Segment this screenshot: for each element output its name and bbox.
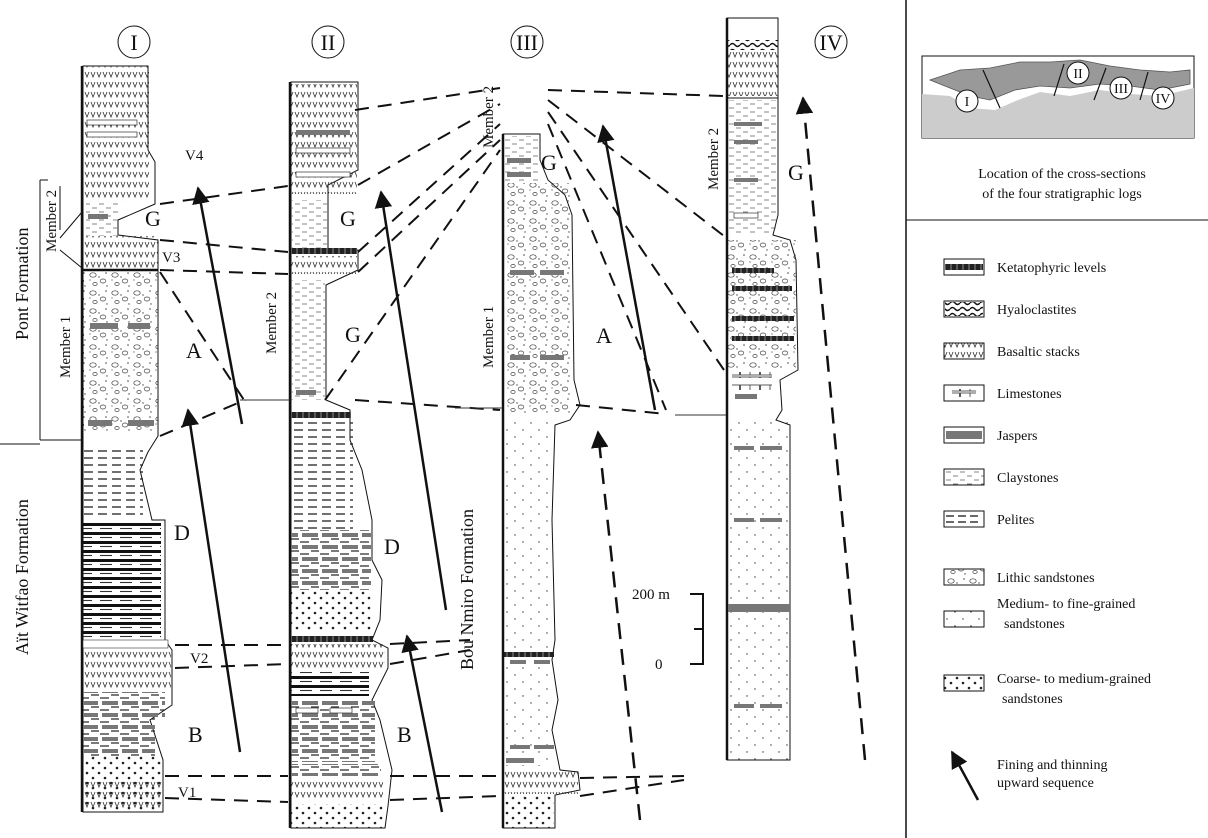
svg-text:sandstones: sandstones: [1004, 617, 1065, 632]
svg-text:sandstones: sandstones: [1002, 692, 1063, 707]
svg-text:Claystones: Claystones: [997, 471, 1058, 486]
scale-top-label: 200 m: [632, 587, 670, 603]
map-label-II: II: [1073, 67, 1083, 82]
map-caption-line1: Location of the cross-sections: [978, 167, 1146, 182]
pont-formation-label: Pont Formation: [12, 227, 32, 340]
scale-bar: 200 m 0: [632, 587, 704, 673]
member2-label-II: Member 2: [264, 292, 280, 354]
log-column-I: [80, 65, 173, 813]
unit-D-II: D: [384, 534, 400, 559]
column-headers: I II III IV: [117, 25, 848, 59]
map-caption-line2: of the four stratigraphic logs: [982, 187, 1141, 202]
unit-V1: V1: [178, 785, 196, 801]
unit-V3: V3: [162, 250, 180, 266]
unit-B-II: B: [397, 722, 412, 747]
member1-label-III: Member 1: [481, 306, 497, 368]
unit-D-I: D: [174, 520, 190, 545]
map-label-IV: IV: [1156, 92, 1171, 107]
legend-item-jaspers: Jaspers: [943, 426, 1037, 444]
member1-label-I: Member 1: [58, 316, 74, 378]
column-label-IV: IV: [819, 30, 842, 55]
unit-G-IV: G: [788, 160, 804, 185]
unit-B-I: B: [188, 722, 203, 747]
legend-item-claystones: Claystones: [943, 468, 1058, 486]
member2-label-I: Member 2: [44, 190, 60, 252]
log-column-III: [501, 133, 581, 829]
scale-bottom-label: 0: [655, 657, 663, 673]
legend-item-fining: Fining and thinning upward sequence: [950, 750, 1107, 801]
location-map: I II III IV: [921, 55, 1195, 139]
unit-G-II-lower: G: [345, 322, 361, 347]
unit-A-I: A: [186, 338, 202, 363]
svg-text:Hyaloclastites: Hyaloclastites: [997, 303, 1076, 318]
unit-V2: V2: [190, 651, 208, 667]
legend-item-keratophyric: Ketatophyric levels: [943, 258, 1106, 276]
correlation-lines: [159, 87, 725, 803]
fining-arrow-dashed-III: [590, 430, 642, 821]
svg-text:Coarse- to medium-grained: Coarse- to medium-grained: [997, 672, 1151, 687]
svg-text:Pelites: Pelites: [997, 513, 1034, 528]
map-label-I: I: [965, 95, 970, 110]
log-column-II: [288, 81, 393, 829]
svg-text:Medium- to fine-grained: Medium- to fine-grained: [997, 597, 1135, 612]
map-label-III: III: [1114, 82, 1128, 97]
legend-item-hyaloclastites: Hyaloclastites: [943, 300, 1076, 318]
bou-nmiro-formation-label: Bou Nmiro Formation: [457, 509, 477, 670]
unit-V4: V4: [185, 148, 204, 164]
formation-labels: Pont Formation Aït Witfao Formation Memb…: [12, 86, 722, 670]
member-brackets: [0, 179, 83, 445]
legend: Ketatophyric levels Hyaloclastites Basal…: [943, 258, 1151, 801]
fining-label-line1: Fining and thinning: [997, 758, 1107, 773]
unit-A-III: A: [596, 323, 612, 348]
svg-text:Lithic sandstones: Lithic sandstones: [997, 571, 1095, 586]
column-label-II: II: [321, 30, 336, 55]
svg-text:Limestones: Limestones: [997, 387, 1062, 402]
fining-label-line2: upward sequence: [997, 776, 1094, 791]
unit-G-II-upper: G: [340, 206, 356, 231]
svg-text:Jaspers: Jaspers: [997, 429, 1037, 444]
legend-item-lithic: Lithic sandstones: [943, 568, 1095, 586]
legend-item-medfine: Medium- to fine-grained sandstones: [943, 597, 1135, 632]
member2-label-III: Member 2: [481, 86, 497, 148]
unit-G-I: G: [145, 206, 161, 231]
svg-text:Ketatophyric levels: Ketatophyric levels: [997, 261, 1106, 276]
legend-item-basaltic: Basaltic stacks: [943, 342, 1080, 360]
legend-item-limestones: Limestones: [943, 384, 1062, 402]
fining-arrows: [181, 96, 867, 813]
ait-witfao-formation-label: Aït Witfao Formation: [12, 499, 32, 655]
column-label-III: III: [516, 30, 538, 55]
member2-label-IV: Member 2: [706, 128, 722, 190]
unit-labels: V4 G V3 A D V2 B V1 G G D B G A G: [145, 148, 804, 801]
svg-text:Basaltic stacks: Basaltic stacks: [997, 345, 1080, 360]
boundary-tie-lines: [240, 399, 726, 416]
legend-item-coarse: Coarse- to medium-grained sandstones: [943, 672, 1151, 707]
log-column-IV: [725, 17, 799, 761]
legend-item-pelites: Pelites: [943, 510, 1034, 528]
column-label-I: I: [130, 30, 137, 55]
unit-G-III: G: [541, 150, 557, 175]
